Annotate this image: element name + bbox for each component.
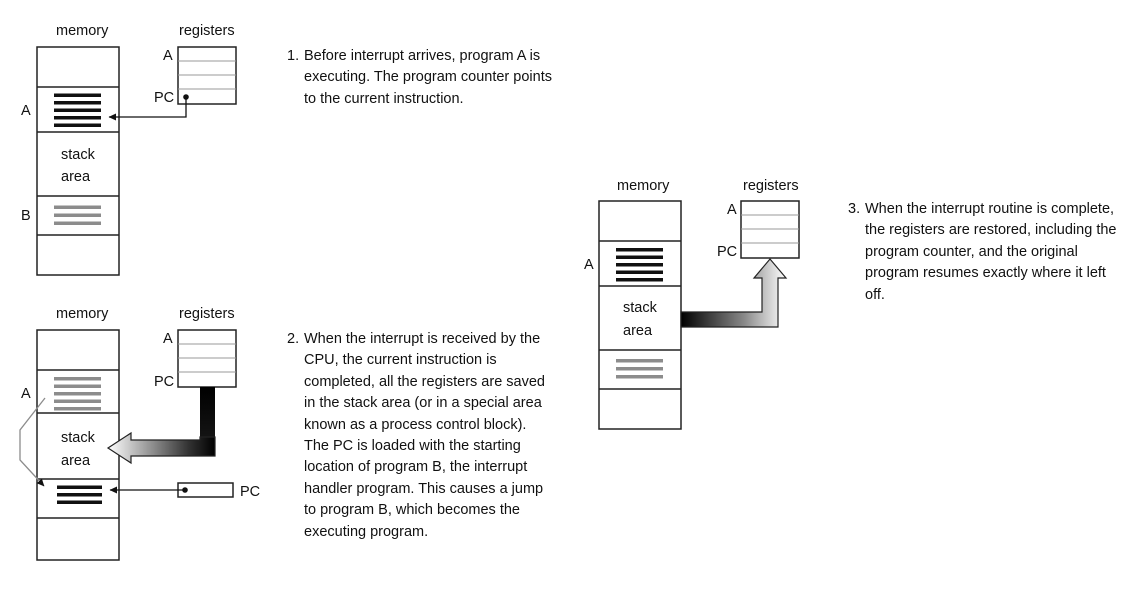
register-pc-label: PC — [154, 90, 174, 106]
stack-area-label: area — [61, 453, 91, 469]
stack-area-label: area — [623, 323, 653, 339]
pc-pointer-arrow — [108, 94, 189, 121]
memory-block — [598, 200, 682, 430]
panel-before-interrupt: memory registers A stack area B — [21, 23, 237, 276]
program-a-block — [54, 377, 101, 411]
register-a-label: A — [727, 202, 737, 218]
program-a-label: A — [584, 257, 594, 273]
program-a-label: A — [21, 386, 31, 402]
restore-registers-arrow — [680, 258, 788, 328]
register-pc-label: PC — [154, 374, 174, 390]
memory-label: memory — [56, 306, 109, 322]
register-pc-label: PC — [717, 244, 737, 260]
save-registers-arrow — [106, 387, 216, 465]
registers-label: registers — [743, 178, 799, 194]
stack-label: stack — [623, 300, 658, 316]
stack-area-label: area — [61, 169, 91, 185]
registers-block — [177, 46, 237, 105]
step-number: 1. — [287, 48, 300, 64]
register-a-label: A — [163, 331, 173, 347]
stack-label: stack — [61, 147, 96, 163]
step-number: 2. — [287, 331, 300, 347]
step-3-caption: 3. When the interrupt routine is complet… — [848, 199, 1120, 306]
memory-block — [36, 329, 120, 561]
program-a-block — [54, 93, 101, 127]
memory-label: memory — [617, 178, 670, 194]
pc-loaded-register: PC — [109, 482, 260, 500]
program-b-block — [57, 485, 102, 504]
pc-loaded-label: PC — [240, 484, 260, 500]
program-a-block — [616, 248, 663, 282]
program-a-label: A — [21, 103, 31, 119]
program-b-block — [616, 359, 663, 379]
step-text: When the interrupt routine is complete, … — [865, 201, 1117, 303]
memory-block — [36, 46, 120, 276]
jump-to-program-b-arrow — [19, 397, 46, 487]
step-1-caption: 1. Before interrupt arrives, program A i… — [287, 46, 562, 110]
registers-label: registers — [179, 306, 235, 322]
register-a-label: A — [163, 48, 173, 64]
step-number: 3. — [848, 201, 861, 217]
step-text: When the interrupt is received by the CP… — [304, 331, 545, 540]
registers-block — [740, 200, 800, 259]
registers-block — [177, 329, 237, 388]
program-b-block — [54, 205, 101, 225]
stack-label: stack — [61, 430, 96, 446]
memory-label: memory — [56, 23, 109, 39]
registers-label: registers — [179, 23, 235, 39]
step-2-caption: 2. When the interrupt is received by the… — [287, 329, 547, 543]
program-b-label: B — [21, 208, 31, 224]
step-text: Before interrupt arrives, program A is e… — [304, 48, 552, 107]
panel-interrupt-received: memory registers A stack area — [19, 306, 260, 561]
panel-interrupt-complete: memory registers A stack area — [584, 178, 800, 430]
